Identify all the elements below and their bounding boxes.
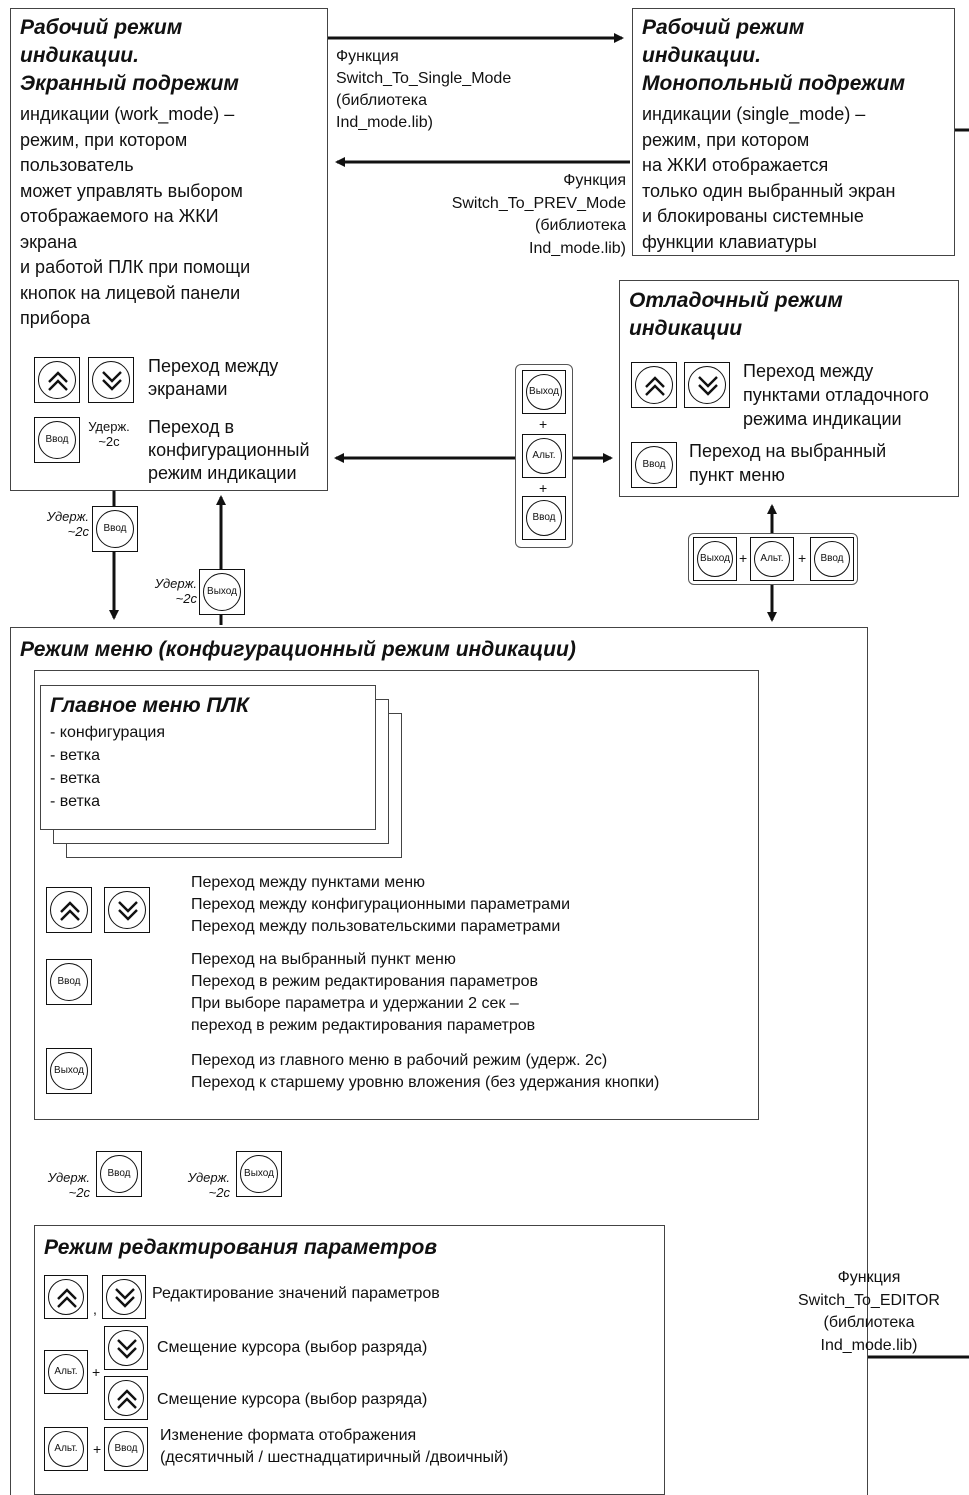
exit-key[interactable]: Выход [46, 1048, 92, 1094]
func-prev-label: Функция Switch_To_PREV_Mode (библиотека … [451, 172, 626, 257]
up-key[interactable] [631, 362, 677, 408]
double-chevron-up-icon [60, 901, 80, 921]
plus-sign: + [93, 1441, 102, 1457]
hold-label: Удерж. ~2с [47, 1170, 90, 1200]
plus-sign: + [798, 550, 807, 566]
enter-key[interactable]: Ввод [522, 496, 566, 540]
up-key[interactable] [46, 887, 92, 933]
enter-key[interactable]: Ввод [104, 1427, 148, 1471]
up-key[interactable] [104, 1376, 148, 1420]
main-menu-item: - ветка [50, 793, 101, 810]
hold-label: Удерж. ~2с [46, 509, 89, 539]
plus-sign: + [539, 480, 548, 496]
hold-label: Удерж. ~2с [187, 1170, 230, 1200]
double-chevron-down-icon [698, 376, 718, 396]
menu-exit-text: Переход из главного меню в рабочий режим… [191, 1052, 660, 1091]
double-chevron-down-icon [118, 901, 138, 921]
cursor-shift-text: Смещение курсора (выбор разряда) [157, 1339, 428, 1356]
double-chevron-up-icon [117, 1389, 137, 1409]
up-key[interactable] [34, 357, 80, 403]
enter-key[interactable]: Ввод [96, 1151, 142, 1197]
down-key[interactable] [684, 362, 730, 408]
plus-sign: + [739, 550, 748, 566]
work-config-text: Переход в конфигурационный режим индикац… [148, 417, 310, 483]
plus-sign: + [539, 416, 548, 432]
single-mode-description: индикации (single_mode) – режим, при кот… [642, 104, 896, 252]
exit-key[interactable]: Выход [693, 537, 737, 581]
alt-key[interactable]: Альт. [44, 1350, 88, 1394]
exit-key[interactable]: Выход [199, 569, 245, 615]
work-mode-title: Рабочий режим индикации. Экранный подреж… [20, 16, 239, 95]
down-key[interactable] [104, 1326, 148, 1370]
exit-key[interactable]: Выход [236, 1151, 282, 1197]
main-menu-item: - ветка [50, 770, 101, 787]
menu-nav-text: Переход между пунктами меню Переход межд… [191, 874, 571, 935]
main-menu-title: Главное меню ПЛК [50, 694, 249, 717]
enter-key[interactable]: Ввод [46, 959, 92, 1005]
exit-key[interactable]: Выход [522, 370, 566, 414]
work-mode-description: индикации (work_mode) – режим, при котор… [20, 104, 251, 328]
main-menu-item: - ветка [50, 747, 101, 764]
alt-key[interactable]: Альт. [750, 537, 794, 581]
main-menu-page [40, 685, 376, 830]
double-chevron-down-icon [115, 1288, 135, 1308]
down-key[interactable] [88, 357, 134, 403]
single-mode-box [632, 8, 955, 256]
hold-label: Удерж. ~2с [88, 419, 130, 449]
enter-key[interactable]: Ввод [631, 442, 677, 488]
enter-key[interactable]: Ввод [92, 506, 138, 552]
menu-enter-text: Переход на выбранный пункт меню Переход … [191, 951, 539, 1034]
debug-nav-text: Переход между пунктами отладочного режим… [743, 361, 929, 429]
enter-key[interactable]: Ввод [34, 417, 80, 463]
plus-sign: + [92, 1364, 101, 1380]
up-key[interactable] [44, 1275, 88, 1319]
double-chevron-down-icon [117, 1339, 137, 1359]
down-key[interactable] [102, 1275, 146, 1319]
alt-key[interactable]: Альт. [44, 1427, 88, 1471]
double-chevron-up-icon [57, 1288, 77, 1308]
menu-mode-title: Режим меню (конфигурационный режим индик… [20, 638, 576, 661]
work-nav-text: Переход между экранами [148, 356, 279, 399]
edit-values-text: Редактирование значений параметров [152, 1285, 440, 1302]
double-chevron-up-icon [48, 371, 68, 391]
edit-mode-title: Режим редактирования параметров [44, 1236, 438, 1259]
format-change-text: Изменение формата отображения (десятичны… [160, 1427, 509, 1466]
single-mode-title: Рабочий режим индикации. Монопольный под… [642, 16, 905, 95]
double-chevron-up-icon [645, 376, 665, 396]
enter-key[interactable]: Ввод [810, 537, 854, 581]
main-menu-item: - конфигурация [50, 724, 166, 741]
func-editor-label: Функция Switch_To_EDITOR (библиотека Ind… [798, 1269, 940, 1354]
debug-mode-title: Отладочный режим индикации [629, 289, 843, 340]
comma: , [93, 1301, 97, 1317]
cursor-shift-text: Смещение курсора (выбор разряда) [157, 1391, 428, 1408]
alt-key[interactable]: Альт. [522, 434, 566, 478]
down-key[interactable] [104, 887, 150, 933]
work-mode-box [10, 8, 328, 491]
hold-label: Удерж. ~2с [154, 576, 197, 606]
double-chevron-down-icon [102, 371, 122, 391]
func-single-label: Функция Switch_To_Single_Mode (библиотек… [336, 48, 512, 131]
debug-enter-text: Переход на выбранный пункт меню [689, 441, 887, 485]
